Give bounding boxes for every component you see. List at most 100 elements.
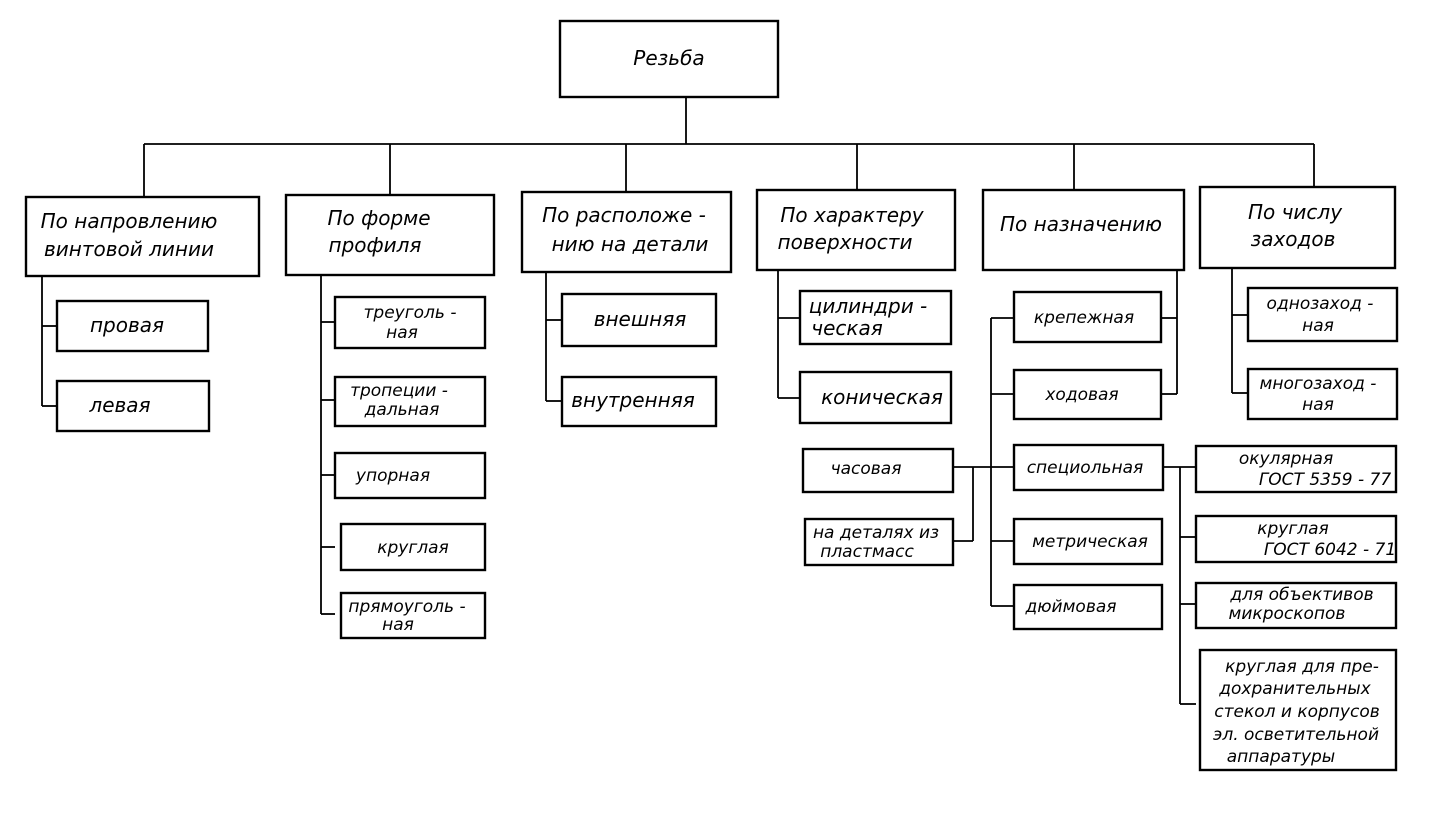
- svg-text:треуголь -ная: треуголь -ная: [364, 303, 457, 343]
- svg-text:внутренняя: внутренняя: [571, 388, 695, 412]
- item-label: крепежная: [1034, 308, 1134, 328]
- item-box: левая: [55, 379, 211, 433]
- header-line: По характеру: [780, 203, 924, 227]
- item-label: треуголь -: [364, 303, 457, 323]
- item-box: многозаход -ная: [1246, 367, 1399, 421]
- item-label: ГОСТ 6042 - 71: [1264, 540, 1396, 560]
- item-label: аппаратуры: [1227, 747, 1335, 767]
- item-label: круглая для пре-: [1225, 657, 1379, 677]
- item-label: однозаход -: [1267, 294, 1374, 314]
- svg-text:прямоуголь -ная: прямоуголь -ная: [348, 597, 465, 635]
- item-box: круглая для пре-дохранительных стекол и к…: [1198, 648, 1398, 772]
- item-label: упорная: [355, 466, 430, 486]
- header-line: поверхности: [778, 230, 913, 254]
- item-label: круглая: [377, 538, 449, 558]
- category-header-starts: По числу заходов: [1198, 185, 1397, 270]
- svg-text:внешняя: внешняя: [594, 307, 687, 331]
- item-label: ная: [382, 615, 414, 635]
- category-header-surface: По характеру поверхности: [755, 188, 957, 272]
- item-box: однозаход -ная: [1246, 286, 1399, 343]
- svg-text:левая: левая: [88, 393, 150, 417]
- item-label: левая: [88, 393, 150, 417]
- item-label: ческая: [811, 316, 882, 340]
- svg-text:метрическая: метрическая: [1032, 532, 1148, 552]
- item-label: эл. осветительной: [1213, 725, 1379, 745]
- item-label: провая: [90, 313, 164, 337]
- item-label: ходовая: [1044, 385, 1118, 405]
- header-line: нию на детали: [552, 232, 709, 256]
- item-label: часовая: [831, 459, 902, 479]
- item-box: внешняя: [560, 292, 718, 348]
- category-header-direction: По напровлению винтовой линии: [24, 195, 261, 278]
- item-label: ГОСТ 5359 - 77: [1259, 470, 1392, 490]
- item-label: микроскопов: [1229, 604, 1346, 624]
- svg-text:круглая: круглая: [377, 538, 449, 558]
- item-box: дюймовая: [1012, 583, 1164, 631]
- item-label: дохранительных: [1218, 679, 1371, 699]
- header-line: По расположе -: [542, 203, 706, 227]
- item-box: часовая: [801, 447, 955, 494]
- svg-text:По назначению: По назначению: [1000, 212, 1162, 236]
- item-label: метрическая: [1032, 532, 1148, 552]
- item-label: коническая: [821, 385, 943, 409]
- category-header-purpose: По назначению: [981, 188, 1186, 272]
- item-label: ная: [386, 323, 418, 343]
- header-line: профиля: [329, 233, 422, 257]
- header-line: По напровлению: [41, 209, 218, 233]
- item-box: круглая: [339, 522, 487, 572]
- svg-text:круглая для пре-дохранительных: круглая для пре-дохранительных стекол и к…: [1213, 657, 1380, 767]
- svg-text:тропеции -дальная: тропеции -дальная: [350, 381, 448, 420]
- header-line: По форме: [327, 206, 430, 230]
- svg-text:крепежная: крепежная: [1034, 308, 1134, 328]
- svg-text:провая: провая: [90, 313, 164, 337]
- svg-text:однозаход -ная: однозаход -ная: [1267, 294, 1374, 336]
- svg-text:ходовая: ходовая: [1044, 385, 1118, 405]
- header-line: По назначению: [1000, 212, 1162, 236]
- item-box: специольная: [1012, 443, 1165, 492]
- svg-text:По расположе -нию на детали: По расположе - нию на детали: [542, 203, 708, 256]
- category-header-profile: По форме профиля: [284, 193, 496, 277]
- svg-text:специольная: специольная: [1027, 458, 1144, 478]
- item-label: дюймовая: [1024, 597, 1116, 617]
- item-box: треуголь -ная: [333, 295, 487, 350]
- item-box: внутренняя: [560, 375, 718, 428]
- svg-text:цилиндри -ческая: цилиндри -ческая: [809, 294, 928, 340]
- item-box: крепежная: [1012, 290, 1163, 344]
- item-label: окулярная: [1239, 449, 1333, 469]
- item-box: упорная: [333, 451, 487, 500]
- header-line: По числу: [1248, 200, 1343, 224]
- item-label: стекол и корпусов: [1214, 702, 1380, 722]
- root-node: Резьба: [558, 19, 780, 99]
- svg-text:коническая: коническая: [821, 385, 943, 409]
- item-label: ная: [1302, 316, 1334, 336]
- category-header-location: По расположе - нию на детали: [520, 190, 733, 274]
- item-label: круглая: [1257, 519, 1329, 539]
- item-label: пластмасс: [820, 542, 914, 562]
- item-box: провая: [55, 299, 210, 353]
- connector-lines: [41, 97, 1315, 705]
- item-label: прямоуголь -: [348, 597, 465, 617]
- item-label: ная: [1302, 395, 1334, 415]
- item-box: тропеции -дальная: [333, 375, 487, 428]
- item-label: на деталях из: [813, 523, 939, 543]
- header-line: винтовой линии: [44, 237, 214, 261]
- svg-text:многозаход -ная: многозаход -ная: [1260, 374, 1377, 415]
- svg-text:упорная: упорная: [355, 466, 430, 486]
- item-label: специольная: [1027, 458, 1144, 478]
- item-label: дальная: [364, 400, 440, 420]
- item-label: многозаход -: [1260, 374, 1377, 394]
- header-line: заходов: [1251, 227, 1336, 251]
- item-label: внутренняя: [571, 388, 695, 412]
- item-box: метрическая: [1012, 517, 1164, 566]
